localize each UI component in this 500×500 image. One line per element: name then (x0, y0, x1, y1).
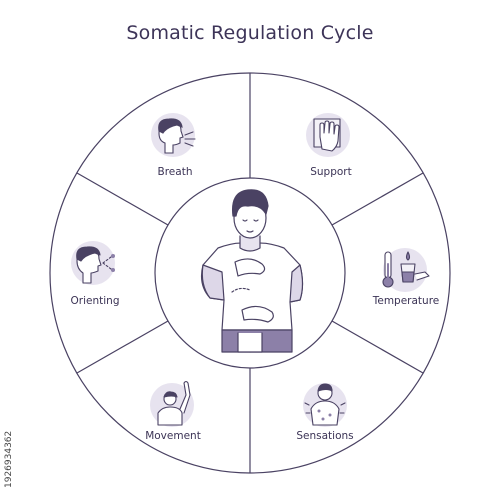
hand-on-wall-icon (306, 113, 350, 157)
segment-label-breath: Breath (157, 166, 193, 178)
stock-id-watermark: 1926934362 (4, 430, 14, 488)
segment-label-orienting: Orienting (70, 295, 120, 307)
orienting-head-icon (71, 241, 115, 285)
segment-label-temperature: Temperature (372, 295, 440, 307)
breath-icon (151, 113, 196, 157)
segment-label-sensations: Sensations (296, 430, 354, 442)
segment-label-support: Support (310, 166, 352, 178)
arm-raise-icon (150, 380, 194, 427)
body-sensations-icon (303, 383, 347, 427)
self-hug-person-icon (200, 189, 304, 353)
segment-label-movement: Movement (145, 430, 201, 442)
segment-dividers (76, 73, 424, 473)
diagram-title: Somatic Regulation Cycle (126, 22, 374, 44)
thermometer-water-icon (382, 248, 430, 292)
